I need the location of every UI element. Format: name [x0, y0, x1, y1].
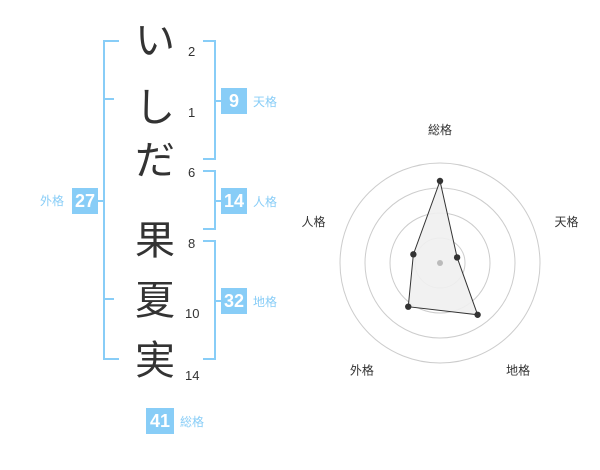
soukaku-label: 総格	[180, 415, 205, 429]
surname-char-3: だ	[135, 138, 175, 184]
gaikaku-bracket	[103, 40, 119, 360]
surname-char-1: い	[135, 18, 175, 64]
gaikaku-value: 27	[72, 188, 98, 214]
jinkaku-label: 人格	[253, 195, 278, 209]
tenkaku-label: 天格	[253, 95, 278, 109]
radar-grid-ring	[389, 212, 491, 314]
radar-axis-label: 人格	[302, 214, 326, 229]
gaikaku-label: 外格	[40, 194, 65, 208]
gaikaku-inner-tick	[104, 98, 114, 100]
stroke-count: 2	[188, 44, 196, 59]
tenkaku-value: 9	[221, 88, 247, 114]
radar-point-5	[410, 251, 417, 258]
radar-center-dot	[437, 260, 443, 266]
jinkaku-value: 14	[221, 188, 247, 214]
soukaku-value: 41	[146, 408, 174, 434]
tenkaku-connector	[215, 100, 221, 102]
jinkaku-connector	[215, 200, 221, 202]
stroke-count: 8	[188, 236, 196, 251]
radar-axis-label: 地格	[506, 363, 530, 378]
stroke-count: 1	[188, 105, 196, 120]
radar-point-1	[436, 177, 444, 185]
gaikaku-inner-tick	[104, 298, 114, 300]
radar-data-polygon	[407, 179, 479, 316]
chikaku-label: 地格	[253, 295, 278, 309]
given-char-3: 実	[135, 338, 175, 384]
stroke-count: 6	[188, 165, 196, 180]
radar-axis-label: 外格	[350, 363, 374, 378]
surname-char-2: し	[135, 85, 175, 131]
gaikaku-connector	[98, 200, 104, 202]
radar-axis-label: 天格	[554, 214, 578, 229]
stroke-count: 10	[185, 306, 200, 321]
radar-grid-ring	[339, 162, 541, 364]
chikaku-value: 32	[221, 288, 247, 314]
radar-point-3	[474, 311, 481, 318]
radar-grid-ring	[414, 237, 466, 289]
given-char-1: 果	[135, 218, 175, 264]
given-char-2: 夏	[135, 278, 175, 324]
radar-point-2	[453, 254, 461, 261]
radar-grid-ring	[364, 187, 516, 339]
radar-axis-label: 総格	[428, 122, 452, 137]
stroke-count: 14	[185, 368, 200, 383]
chikaku-connector	[215, 300, 221, 302]
radar-point-4	[405, 303, 412, 310]
